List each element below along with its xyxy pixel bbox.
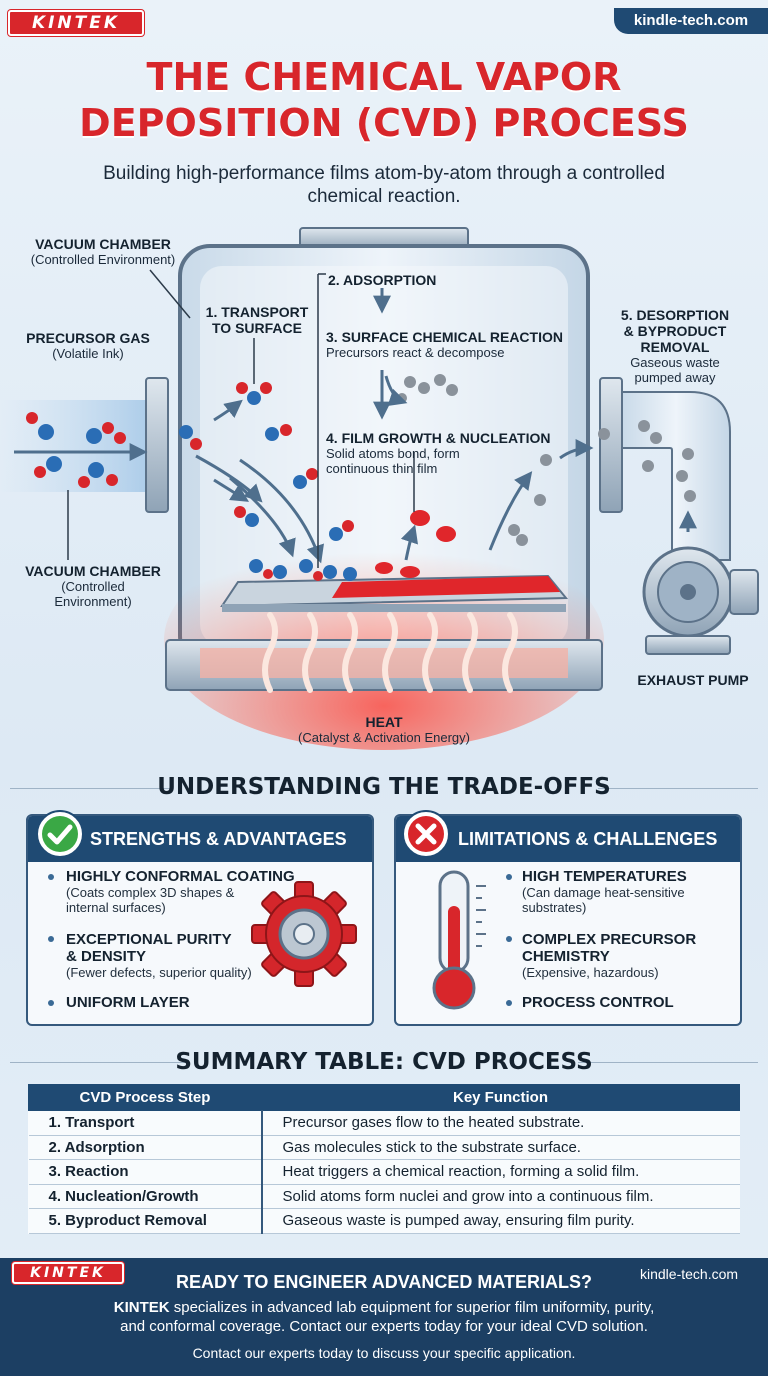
row-function: Solid atoms form nuclei and grow into a … bbox=[261, 1184, 740, 1209]
label-step4-growth: 4. FILM GROWTH & NUCLEATION Solid atoms … bbox=[326, 430, 551, 476]
limit-item-3: PROCESS CONTROL bbox=[522, 994, 674, 1011]
label-step1-transport: 1. TRANSPORT TO SURFACE bbox=[205, 304, 309, 336]
page-subtitle: Building high-performance films atom-by-… bbox=[103, 163, 665, 207]
summary-table: CVD Process Step Key Function 1. Transpo… bbox=[28, 1084, 740, 1234]
strengths-title: STRENGTHS & ADVANTAGES bbox=[28, 816, 372, 862]
table-row: 5. Byproduct Removal Gaseous waste is pu… bbox=[28, 1208, 740, 1234]
label-precursor-gas: PRECURSOR GAS (Volatile Ink) bbox=[26, 330, 150, 361]
kintek-logo-footer: KINTEK bbox=[12, 1262, 124, 1284]
footer-body-line2: and conformal coverage. Contact our expe… bbox=[120, 1318, 648, 1335]
limit-bullet-3 bbox=[506, 1000, 512, 1006]
page-title-line2: DEPOSITION (CVD) PROCESS bbox=[79, 101, 689, 145]
row-function: Heat triggers a chemical reaction, formi… bbox=[261, 1159, 740, 1185]
label-step2-adsorption: 2. ADSORPTION bbox=[328, 272, 437, 288]
footer-cta[interactable]: Contact our experts today to discuss you… bbox=[192, 1345, 576, 1361]
table-row: 4. Nucleation/Growth Solid atoms form nu… bbox=[28, 1184, 740, 1209]
x-icon bbox=[402, 810, 450, 858]
strength-bullet-1 bbox=[48, 874, 54, 880]
limit-bullet-1 bbox=[506, 874, 512, 880]
kintek-logo: KINTEK bbox=[8, 10, 144, 36]
row-step: 5. Byproduct Removal bbox=[28, 1208, 263, 1234]
label-step5-desorption: 5. DESORPTION & BYPRODUCT REMOVAL Gaseou… bbox=[620, 307, 730, 385]
label-vacuum-chamber-bottom: VACUUM CHAMBER (Controlled Environment) bbox=[25, 563, 161, 609]
row-step: 3. Reaction bbox=[28, 1159, 263, 1185]
limitations-title: LIMITATIONS & CHALLENGES bbox=[396, 816, 740, 862]
summary-heading: SUMMARY TABLE: CVD PROCESS bbox=[175, 1049, 593, 1075]
strength-item-2: EXCEPTIONAL PURITY & DENSITY (Fewer defe… bbox=[66, 931, 252, 980]
check-icon bbox=[36, 810, 84, 858]
col-header-function: Key Function bbox=[261, 1084, 740, 1111]
label-heat: HEAT (Catalyst & Activation Energy) bbox=[298, 714, 470, 745]
table-row: 3. Reaction Heat triggers a chemical rea… bbox=[28, 1159, 740, 1185]
row-step: 1. Transport bbox=[28, 1110, 263, 1136]
cvd-diagram bbox=[0, 227, 759, 750]
footer-brand: KINTEK bbox=[113, 1299, 170, 1316]
strength-bullet-2 bbox=[48, 936, 54, 942]
footer-heading: READY TO ENGINEER ADVANCED MATERIALS? bbox=[175, 1272, 593, 1292]
summary-divider-right bbox=[578, 1062, 758, 1063]
limit-item-1: HIGH TEMPERATURES (Can damage heat-sensi… bbox=[522, 868, 687, 915]
thermometer-icon bbox=[432, 870, 486, 1010]
tradeoffs-divider-left bbox=[10, 788, 170, 789]
footer-body-line1: specializes in advanced lab equipment fo… bbox=[169, 1299, 655, 1316]
site-url-top[interactable]: kindle-tech.com bbox=[614, 8, 768, 34]
label-step3-reaction: 3. SURFACE CHEMICAL REACTION Precursors … bbox=[326, 329, 563, 360]
summary-divider-left bbox=[10, 1062, 190, 1063]
table-row: 1. Transport Precursor gases flow to the… bbox=[28, 1110, 740, 1136]
tradeoffs-divider-right bbox=[598, 788, 758, 789]
row-step: 2. Adsorption bbox=[28, 1135, 263, 1160]
tradeoffs-heading: UNDERSTANDING THE TRADE-OFFS bbox=[157, 774, 611, 800]
label-vacuum-chamber-top: VACUUM CHAMBER (Controlled Environment) bbox=[30, 236, 176, 267]
row-function: Gas molecules stick to the substrate sur… bbox=[261, 1135, 740, 1160]
footer-body: KINTEK specializes in advanced lab equip… bbox=[40, 1298, 728, 1336]
limit-bullet-2 bbox=[506, 936, 512, 942]
summary-header-row: CVD Process Step Key Function bbox=[28, 1084, 740, 1111]
strength-bullet-3 bbox=[48, 1000, 54, 1006]
col-header-step: CVD Process Step bbox=[28, 1084, 262, 1111]
row-function: Gaseous waste is pumped away, ensuring f… bbox=[261, 1208, 740, 1234]
table-row: 2. Adsorption Gas molecules stick to the… bbox=[28, 1135, 740, 1160]
row-step: 4. Nucleation/Growth bbox=[28, 1184, 263, 1209]
precursor-molecules bbox=[26, 382, 357, 581]
strength-item-1: HIGHLY CONFORMAL COATING (Coats complex … bbox=[66, 868, 295, 915]
strength-item-3: UNIFORM LAYER bbox=[66, 994, 190, 1011]
site-url-footer[interactable]: kindle-tech.com bbox=[640, 1266, 739, 1282]
label-exhaust-pump: EXHAUST PUMP bbox=[637, 672, 749, 688]
limit-item-2: COMPLEX PRECURSOR CHEMISTRY (Expensive, … bbox=[522, 931, 697, 980]
page-title-line1: THE CHEMICAL VAPOR bbox=[146, 55, 622, 99]
gear-icon bbox=[251, 881, 357, 987]
footer-banner bbox=[0, 1258, 768, 1376]
row-function: Precursor gases flow to the heated subst… bbox=[261, 1110, 740, 1136]
